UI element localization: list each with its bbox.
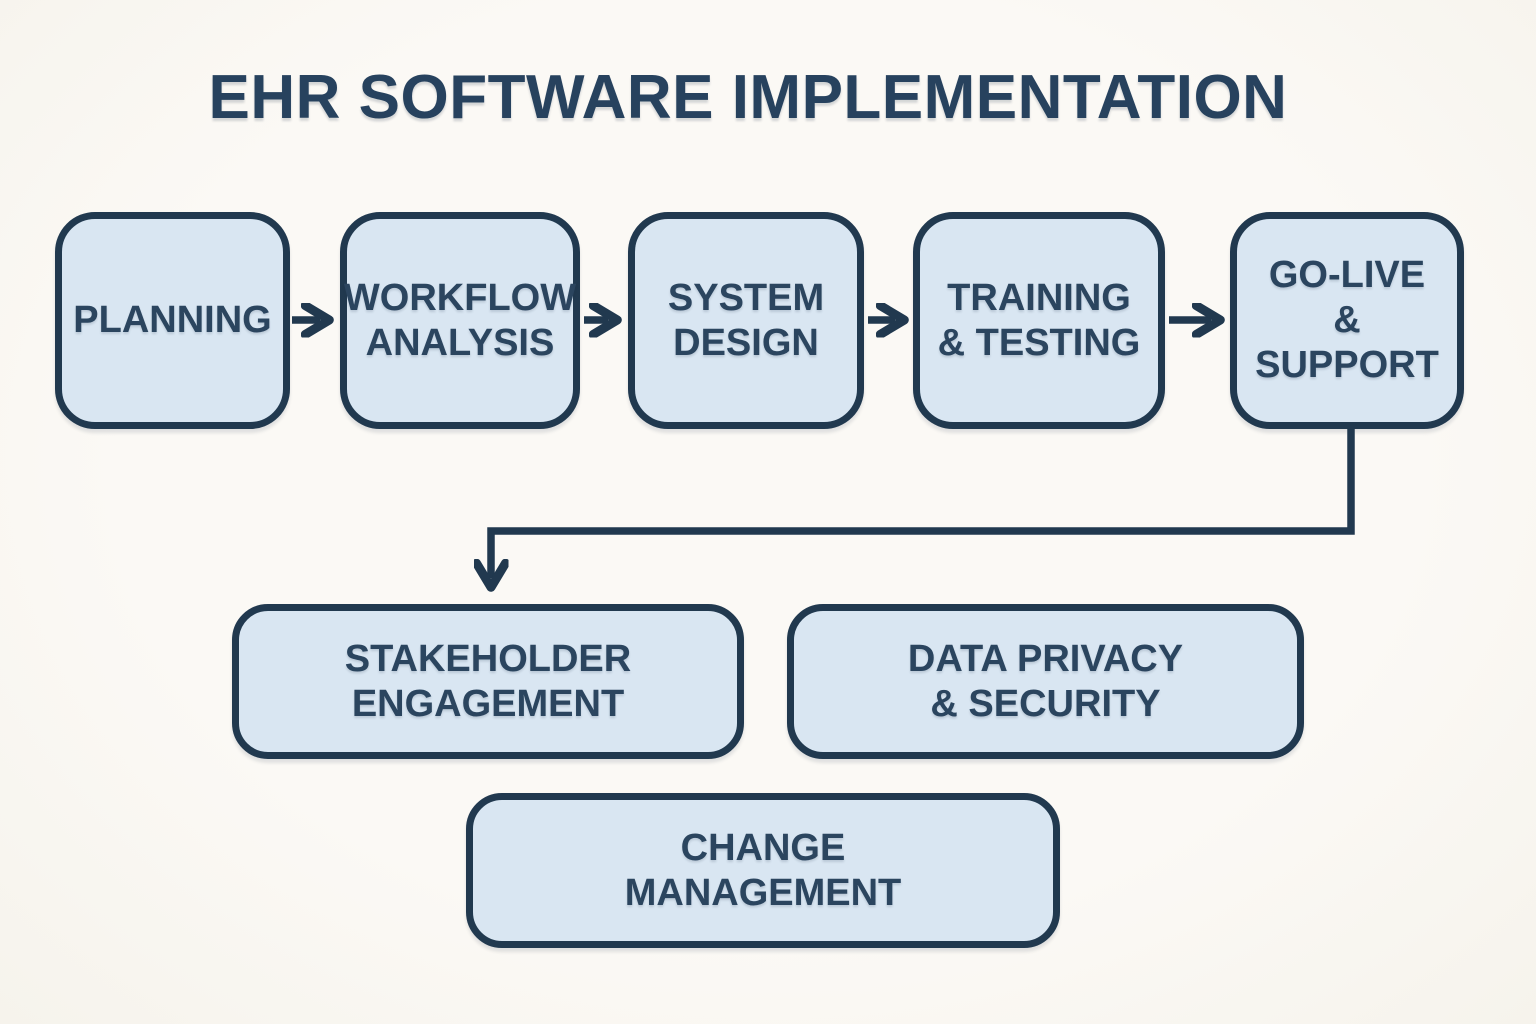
node-data-privacy-security: DATA PRIVACY & SECURITY bbox=[787, 604, 1304, 759]
arrow-golive-to-stakeholder bbox=[491, 429, 1355, 578]
diagram-title: EHR SOFTWARE IMPLEMENTATION bbox=[208, 63, 1288, 132]
node-system-design: SYSTEM DESIGN bbox=[628, 212, 864, 429]
node-workflow-analysis-label: WORKFLOW ANALYSIS bbox=[343, 276, 577, 364]
node-change-management: CHANGE MANAGEMENT bbox=[466, 793, 1060, 948]
node-workflow-analysis: WORKFLOW ANALYSIS bbox=[340, 212, 580, 429]
node-stakeholder-engagement-label: STAKEHOLDER ENGAGEMENT bbox=[344, 637, 632, 725]
node-planning-label: PLANNING bbox=[73, 299, 272, 342]
node-training-testing-label: TRAINING & TESTING bbox=[937, 276, 1141, 364]
node-change-management-label: CHANGE MANAGEMENT bbox=[624, 826, 902, 914]
node-stakeholder-engagement: STAKEHOLDER ENGAGEMENT bbox=[232, 604, 744, 759]
node-training-testing: TRAINING & TESTING bbox=[913, 212, 1165, 429]
node-go-live-support-label: GO-LIVE & SUPPORT bbox=[1255, 254, 1439, 386]
node-planning: PLANNING bbox=[55, 212, 290, 429]
node-go-live-support: GO-LIVE & SUPPORT bbox=[1230, 212, 1464, 429]
node-system-design-label: SYSTEM DESIGN bbox=[667, 276, 825, 364]
node-data-privacy-security-label: DATA PRIVACY & SECURITY bbox=[907, 637, 1184, 725]
